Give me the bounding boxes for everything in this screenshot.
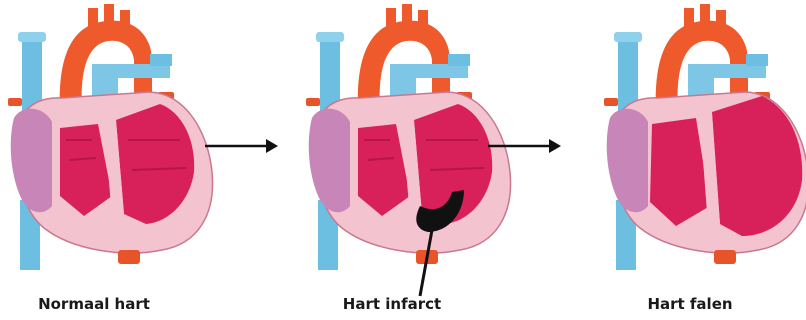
caption-heart-infarct: Hart infarct — [343, 293, 441, 315]
arrow-1 — [205, 139, 278, 153]
heart-failure — [604, 4, 806, 270]
caption-normal-heart: Normaal hart — [38, 293, 150, 315]
heart-infarct — [306, 4, 511, 296]
heart-normal — [8, 4, 213, 270]
caption-heart-failure: Hart falen — [647, 293, 732, 315]
